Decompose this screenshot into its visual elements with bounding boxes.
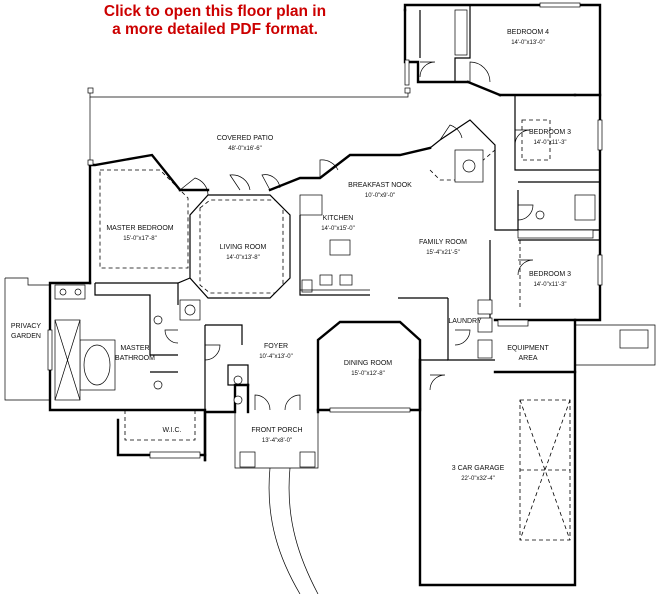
open-pdf-link-line-2[interactable]: a more detailed PDF format. — [112, 21, 318, 38]
privacy-garden-label-2: GARDEN — [11, 333, 41, 340]
wic-label: W.I.C. — [162, 427, 181, 434]
master-bedroom-label: MASTER BEDROOM — [106, 225, 173, 232]
dashed-outlines — [99, 119, 571, 541]
interior-walls — [94, 5, 600, 411]
bedroom4-dims: 14'-0"x13'-0" — [511, 40, 545, 46]
master-bathroom-label: MASTER — [120, 345, 149, 352]
breakfast-nook-label: BREAKFAST NOOK — [348, 182, 412, 189]
covered-patio-label: COVERED PATIO — [217, 135, 274, 142]
room-labels: BEDROOM 4 14'-0"x13'-0" BEDROOM 3 14'-0"… — [11, 29, 571, 482]
garage-label: 3 CAR GARAGE — [452, 465, 505, 472]
living-room-dims: 14'-0"x13'-8" — [226, 255, 260, 261]
bedroom3b-dims: 14'-0"x11'-3" — [533, 282, 566, 288]
exterior-walls — [4, 3, 656, 594]
bedroom3a-dims: 14'-0"x11'-3" — [533, 140, 566, 146]
family-room-label: FAMILY ROOM — [419, 239, 467, 246]
equipment-area-label: EQUIPMENT — [507, 345, 549, 352]
foyer-label: FOYER — [264, 343, 288, 350]
foyer-dims: 10'-4"x13'-0" — [259, 354, 293, 360]
master-bedroom-dims: 15'-0"x17'-8" — [123, 236, 157, 242]
doors — [164, 61, 534, 411]
bedroom4-label: BEDROOM 4 — [507, 29, 549, 36]
kitchen-label: KITCHEN — [323, 215, 354, 222]
master-bathroom-label-2: BATHROOM — [115, 355, 155, 362]
privacy-garden-label: PRIVACY — [11, 323, 42, 330]
garage-dims: 22'-0"x32'-4" — [461, 476, 495, 482]
kitchen-dims: 14'-0"x15'-0" — [321, 226, 355, 232]
breakfast-nook-dims: 10'-0"x9'-0" — [365, 193, 395, 199]
living-room-label: LIVING ROOM — [220, 244, 267, 251]
open-pdf-link-line-1[interactable]: Click to open this floor plan in — [103, 3, 327, 20]
bedroom3a-label: BEDROOM 3 — [529, 129, 571, 136]
bedroom3b-label: BEDROOM 3 — [529, 271, 571, 278]
laundry-label: LAUNDRY — [448, 318, 482, 325]
fixtures — [47, 2, 603, 468]
dining-room-dims: 15'-0"x12'-8" — [351, 371, 385, 377]
dining-room-label: DINING ROOM — [344, 360, 392, 367]
front-porch-label: FRONT PORCH — [251, 427, 302, 434]
equipment-area-label-2: AREA — [518, 355, 537, 362]
covered-patio-dims: 48'-0"x16'-6" — [228, 146, 262, 152]
front-porch-dims: 13'-4"x8'-0" — [262, 438, 292, 444]
family-room-dims: 15'-4"x21'-5" — [426, 250, 460, 256]
